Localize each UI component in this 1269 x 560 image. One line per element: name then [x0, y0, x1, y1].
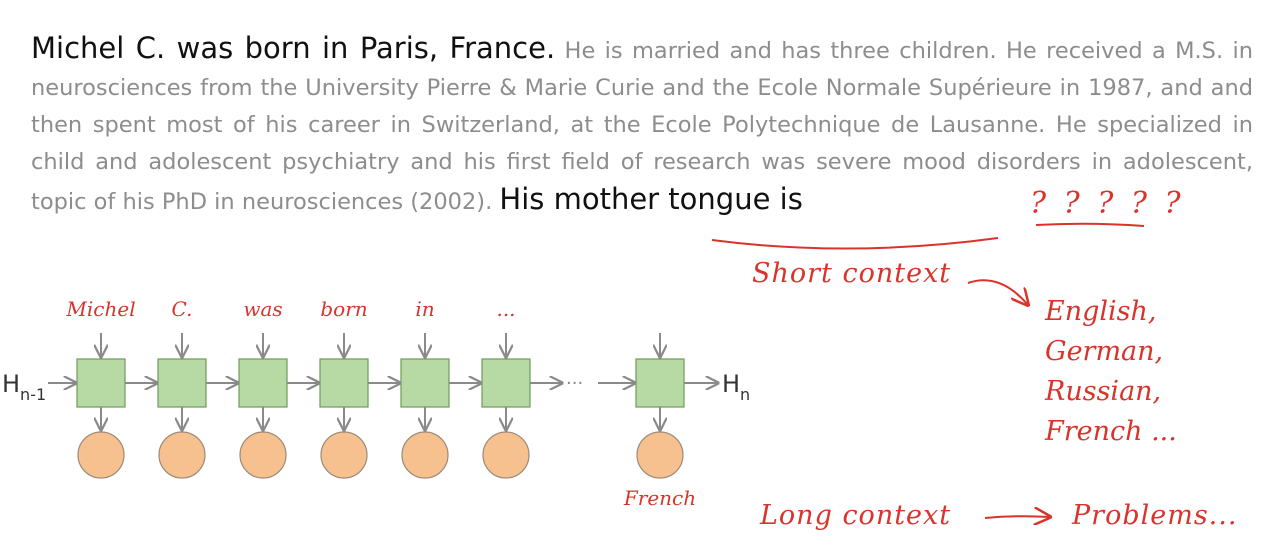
candidate-french: French ... — [1045, 416, 1177, 447]
output-node — [158, 431, 206, 479]
candidate-german: German, — [1045, 336, 1164, 367]
output-node — [636, 431, 684, 479]
question-sentence: His mother tongue is — [499, 182, 803, 216]
input-word-4: born — [320, 297, 368, 321]
short-context-label: Short context — [752, 258, 952, 289]
input-word-1: Michel — [66, 297, 136, 321]
body-text: He is married and has three children. He… — [31, 38, 1253, 215]
input-word-3: was — [243, 297, 283, 321]
problems-label: Problems... — [1072, 500, 1238, 531]
candidate-russian: Russian, — [1045, 376, 1162, 407]
underline-short-context — [711, 237, 999, 250]
rnn-cell — [157, 358, 207, 408]
chain-ellipsis: ... — [566, 368, 584, 389]
input-word-6: ... — [496, 297, 516, 321]
rnn-cell — [400, 358, 450, 408]
short-context-arrow — [967, 279, 1028, 305]
long-context-label: Long context — [760, 500, 952, 531]
input-word-5: in — [415, 297, 435, 321]
context-paragraph: Michel C. was born in Paris, France. He … — [31, 30, 1253, 221]
lead-sentence: Michel C. was born in Paris, France. — [31, 31, 556, 65]
output-node — [239, 431, 287, 479]
rnn-cell — [238, 358, 288, 408]
output-node — [320, 431, 368, 479]
hidden-state-end: Hn — [722, 370, 751, 404]
output-word-final: French — [623, 486, 697, 510]
input-word-2: C. — [171, 297, 193, 321]
hidden-state-start: Hn-1 — [2, 370, 47, 404]
candidate-english: English, — [1045, 296, 1157, 327]
rnn-diagram — [48, 333, 718, 479]
underline-blank — [1035, 222, 1145, 227]
unknown-word-blank: ? ? ? ? ? — [1030, 186, 1185, 221]
rnn-cell — [76, 358, 126, 408]
output-node — [482, 431, 530, 479]
rnn-cell — [635, 358, 685, 408]
rnn-cell — [481, 358, 531, 408]
candidate-languages: English, German, Russian, French ... — [1045, 292, 1177, 452]
long-context-arrow — [984, 516, 1050, 518]
rnn-cell — [319, 358, 369, 408]
output-node — [401, 431, 449, 479]
output-node — [77, 431, 125, 479]
